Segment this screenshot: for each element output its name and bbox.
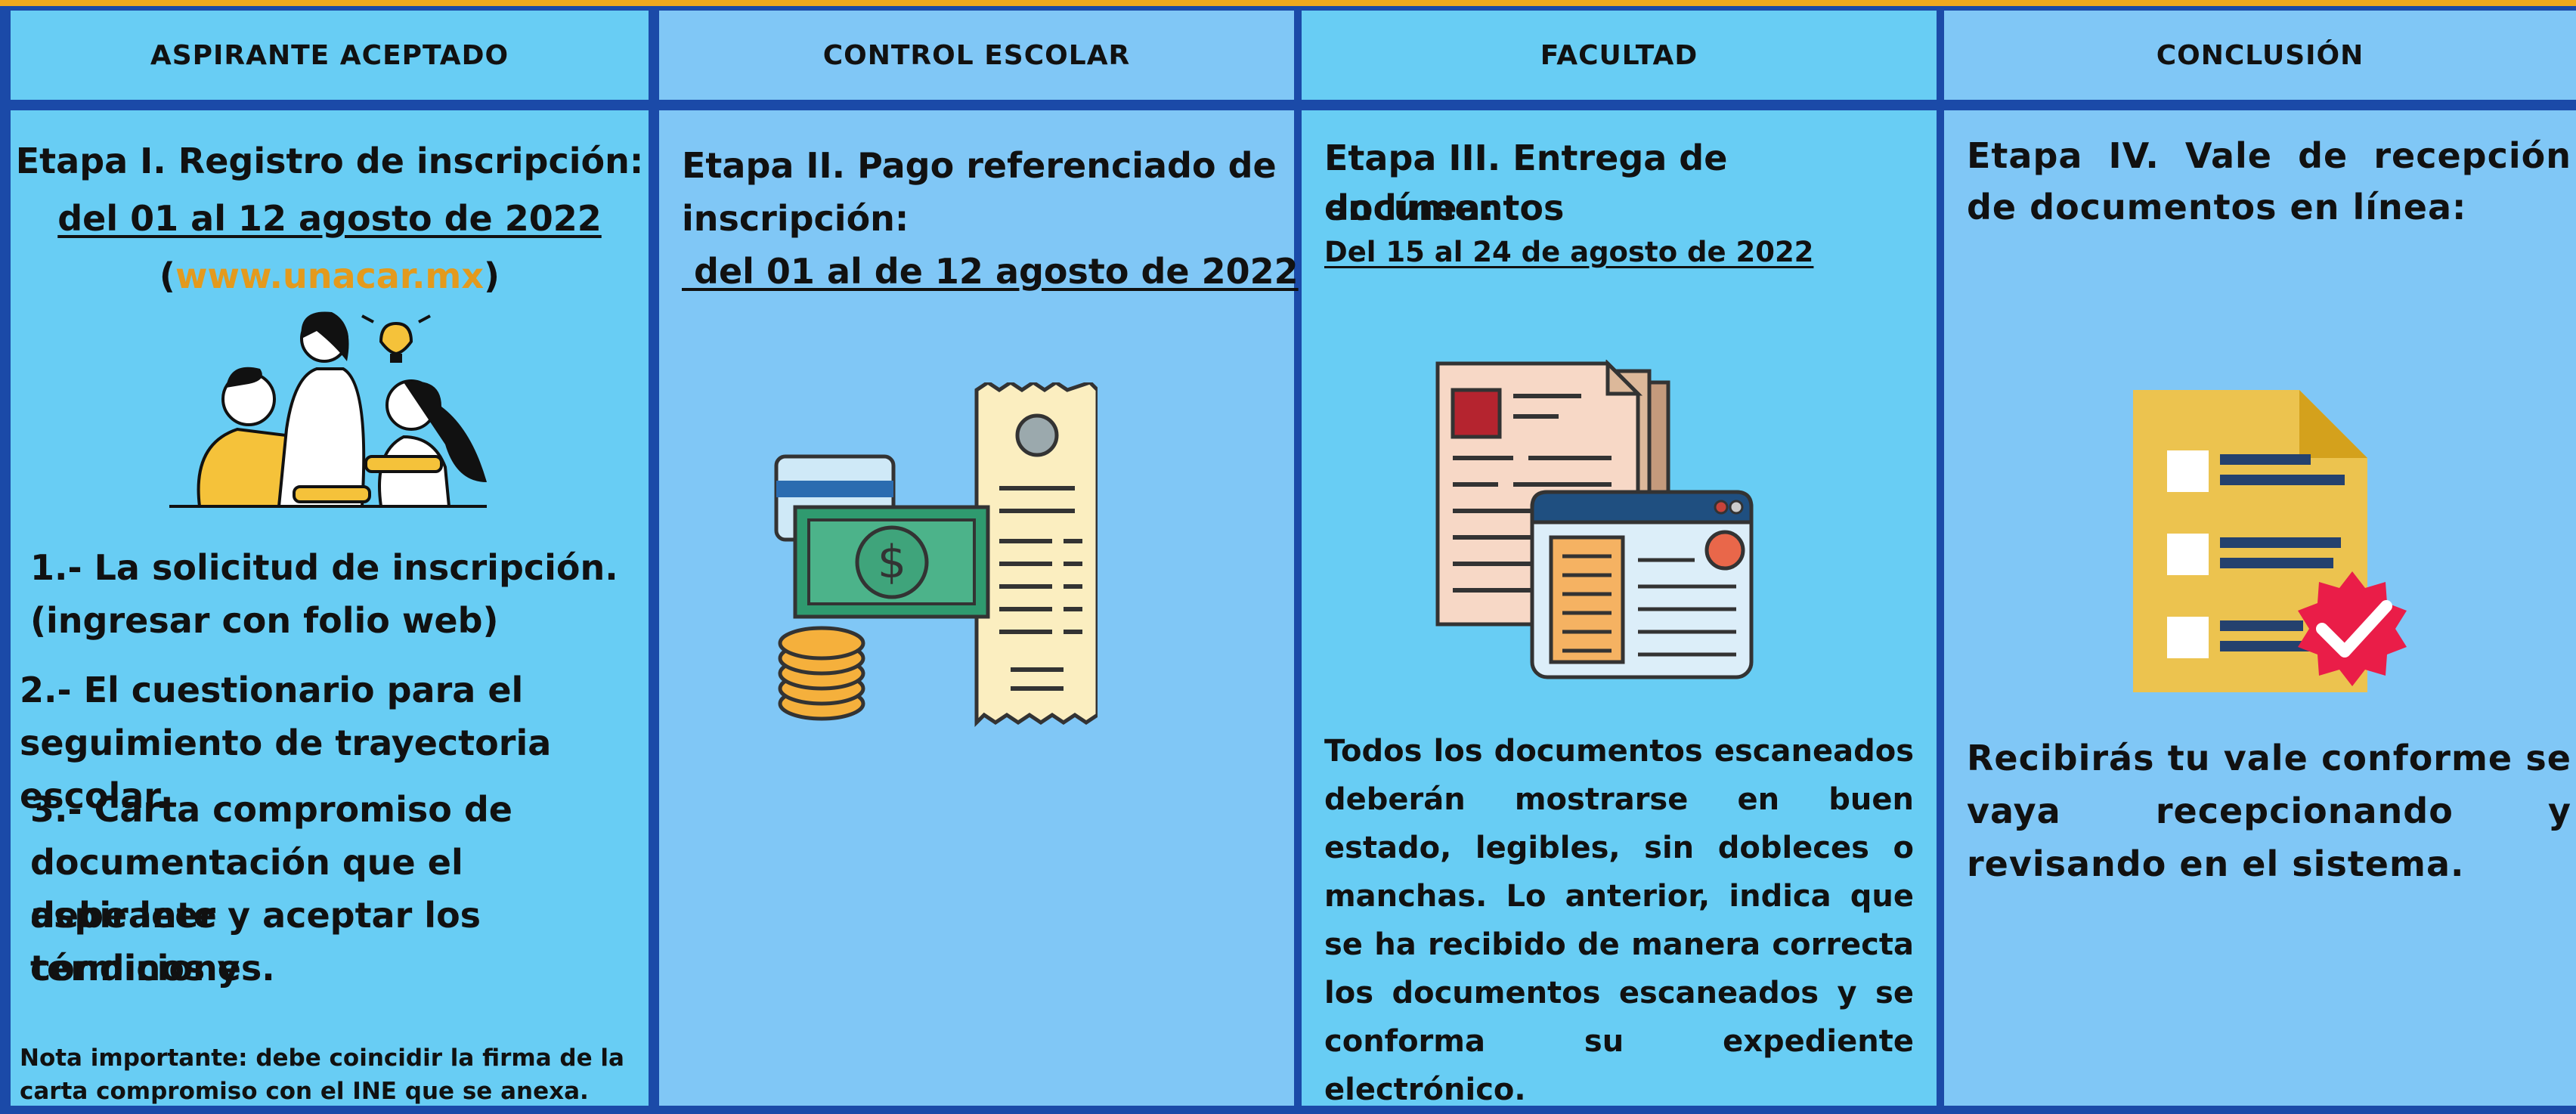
documents-illustration — [1435, 360, 1754, 679]
note-line-1: Nota importante: debe coincidir la firma… — [20, 1044, 624, 1072]
payment-illustration: $ — [774, 382, 1098, 728]
column-aspirante: ASPIRANTE ACEPTADO Etapa I. Registro de … — [11, 11, 649, 1106]
column-facultad: FACULTAD Etapa III. Entrega de documento… — [1302, 11, 1937, 1107]
column-conclusion: CONCLUSIÓN Etapa IV. Vale de recepción d… — [1944, 11, 2576, 1106]
website-link[interactable]: www.unacar.mx — [175, 255, 485, 296]
item-3-line-3: debe leer y aceptar los términos y — [30, 895, 481, 989]
description-paragraph: Recibirás tu vale conforme se vaya recep… — [1967, 738, 2571, 884]
paren-open: ( — [159, 255, 175, 296]
item-2-line-2: seguimiento de trayectoria escolar. — [20, 723, 552, 816]
description-paragraph: Todos los documentos escaneados deberán … — [1324, 734, 1914, 1107]
stage-title-line-2: en línea: — [1324, 187, 1494, 228]
column-header: ASPIRANTE ACEPTADO — [11, 11, 649, 110]
top-accent-bar — [0, 0, 2576, 6]
column-control-escolar: CONTROL ESCOLAR Etapa II. Pago referenci… — [659, 11, 1299, 1106]
paren-close: ) — [484, 255, 500, 296]
stage-title-line-2: inscripción: — [682, 198, 909, 239]
stage-dates: del 01 al de 12 agosto de 2022 — [682, 251, 1299, 292]
website-line: (www.unacar.mx) — [11, 255, 649, 296]
stage-dates: Del 15 al 24 de agosto de 2022 — [1324, 236, 1814, 268]
svg-text:$: $ — [878, 536, 906, 589]
item-1-line-1: 1.- La solicitud de inscripción. — [30, 547, 618, 588]
column-header: CONTROL ESCOLAR — [659, 11, 1294, 110]
column-header: CONCLUSIÓN — [1944, 11, 2576, 110]
stage-title-line-1: Etapa III. Entrega de documentos — [1324, 138, 1728, 228]
note-line-2: carta compromiso con el INE que se anexa… — [20, 1078, 589, 1105]
checklist-approved-illustration — [2133, 390, 2407, 692]
stage-title-line-1: Etapa II. Pago referenciado de — [682, 145, 1277, 186]
column-header: FACULTAD — [1302, 11, 1937, 110]
students-illustration — [169, 311, 487, 508]
item-3-line-2: documentación que el aspirante — [30, 842, 463, 936]
stage-title: Etapa IV. Vale de recepción de documento… — [1967, 135, 2571, 227]
item-3-line-1: 3.- Carta compromiso de — [30, 789, 512, 830]
item-1-line-2: (ingresar con folio web) — [30, 600, 499, 641]
stage-dates: del 01 al 12 agosto de 2022 — [57, 198, 602, 239]
item-2-line-1: 2.- El cuestionario para el — [20, 670, 524, 710]
item-3-line-4: condiciones. — [30, 948, 275, 989]
stage-title: Etapa I. Registro de inscripción: — [15, 141, 644, 181]
